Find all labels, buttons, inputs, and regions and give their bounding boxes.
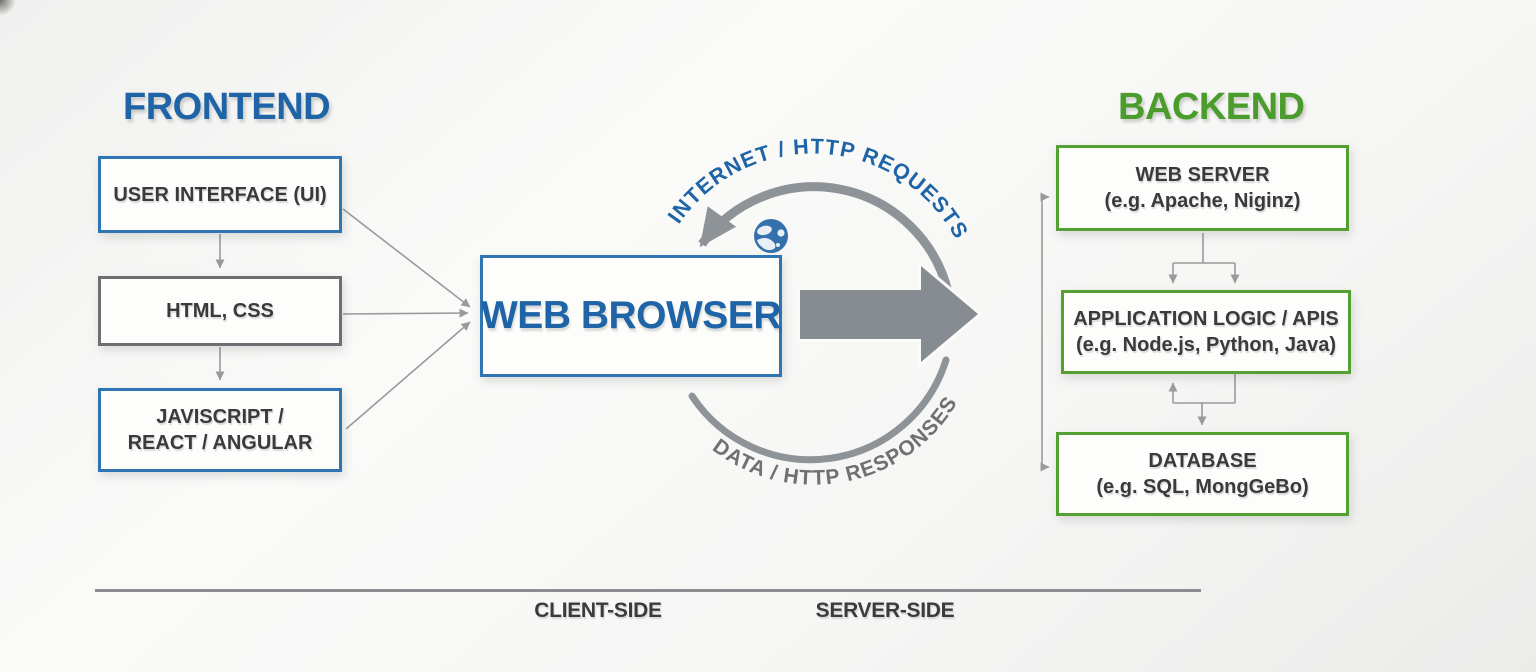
javascript-label-line2: REACT / ANGULAR <box>127 432 313 454</box>
server-side-label: SERVER-SIDE <box>815 599 955 622</box>
frontend-title: FRONTEND <box>123 86 331 128</box>
frontend-connectors <box>215 208 471 430</box>
javascript-label-line1: JAVISCRIPT / <box>156 406 284 428</box>
backend-title: BACKEND <box>1118 86 1305 128</box>
corner-shadow <box>0 0 40 40</box>
application-logic-examples: (e.g. Node.js, Python, Java) <box>1075 334 1337 356</box>
application-logic-box: APPLICATION LOGIC / APIS (e.g. Node.js, … <box>1061 290 1351 374</box>
ui-to-browser-arrow <box>342 208 471 308</box>
application-logic-label: APPLICATION LOGIC / APIS <box>1073 308 1339 330</box>
response-arc <box>688 356 950 464</box>
request-arc <box>698 182 953 294</box>
client-side-label: CLIENT-SIDE <box>534 599 662 622</box>
web-browser-label: WEB BROWSER <box>481 293 782 337</box>
user-interface-label: USER INTERFACE (UI) <box>113 183 327 206</box>
user-interface-box: USER INTERFACE (UI) <box>98 156 342 233</box>
html-to-browser-arrow <box>342 308 469 318</box>
web-server-label: WEB SERVER <box>1135 164 1270 186</box>
browser-to-backend-arrow <box>797 259 983 369</box>
globe-icon <box>754 219 788 253</box>
database-box: DATABASE (e.g. SQL, MongGeBo) <box>1056 432 1349 516</box>
javascript-frameworks-box: JAVISCRIPT / REACT / ANGULAR <box>98 388 342 472</box>
backend-connectors <box>1040 192 1240 472</box>
web-browser-box: WEB BROWSER <box>480 255 782 377</box>
js-to-browser-arrow <box>345 321 471 430</box>
client-server-divider-line <box>95 589 1201 592</box>
web-server-examples: (e.g. Apache, Niginz) <box>1104 190 1301 212</box>
html-css-box: HTML, CSS <box>98 276 342 346</box>
html-css-label: HTML, CSS <box>166 300 274 322</box>
database-examples: (e.g. SQL, MongGeBo) <box>1096 476 1309 498</box>
database-label: DATABASE <box>1148 450 1257 472</box>
web-server-box: WEB SERVER (e.g. Apache, Niginz) <box>1056 145 1349 231</box>
